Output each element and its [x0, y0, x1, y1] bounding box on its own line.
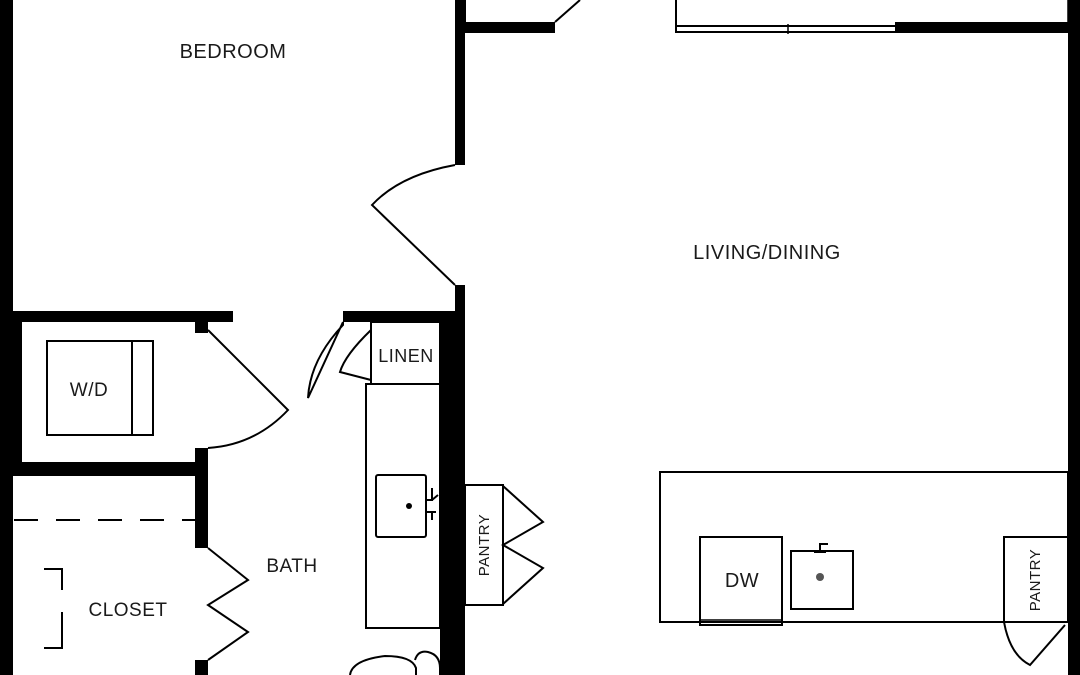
toilet — [349, 650, 441, 675]
linen-door — [338, 329, 372, 381]
entry-door-top — [464, 0, 581, 23]
top-wall-right — [895, 22, 1073, 33]
bedroom-door — [370, 164, 456, 286]
bedroom-label: Bedroom — [180, 41, 287, 63]
pantry-hall-doors — [500, 485, 545, 605]
laundry-wall-bottom — [8, 462, 208, 476]
vanity-drain-icon — [406, 503, 412, 509]
sink-faucet-icon — [814, 543, 828, 553]
pantry-kitchen-label: PANTRY — [1027, 549, 1044, 611]
bedroom-bottom-wall-left — [8, 311, 233, 322]
kitchen-island — [659, 471, 1069, 623]
linen-wall-top — [343, 311, 371, 322]
exterior-wall-left — [0, 0, 13, 675]
laundry-wall-left — [8, 311, 22, 471]
pantry-hall — [464, 484, 504, 606]
living-dining-label: LIVING/DINING — [693, 242, 841, 264]
wd-label: W/D — [70, 380, 108, 401]
washer-dryer — [46, 340, 154, 436]
laundry-door — [207, 329, 290, 449]
closet-bifold-door — [206, 547, 250, 661]
exterior-wall-right — [1068, 0, 1080, 675]
bath-label: BATH — [266, 556, 317, 577]
bedroom-bottom-wall-right — [343, 311, 465, 322]
linen-label: LINEN — [378, 346, 434, 366]
top-wall-left — [455, 22, 555, 33]
kitchen-sink — [790, 543, 854, 610]
bedroom-partition-upper — [455, 0, 465, 165]
pantry-kitchen-door — [1003, 621, 1066, 667]
closet-label: CLOSET — [88, 600, 167, 621]
top-window — [675, 0, 895, 34]
pantry-hall-label: PANTRY — [476, 514, 493, 576]
pantry-kitchen — [1003, 536, 1069, 623]
bath-vanity — [365, 383, 441, 629]
dishwasher — [699, 536, 783, 626]
closet-wall-lower — [195, 660, 208, 675]
bath-door — [307, 321, 344, 399]
laundry-door-jamb — [195, 311, 208, 333]
bath-right-wall — [440, 320, 465, 675]
closet-shelving — [14, 519, 195, 649]
faucet-icon — [426, 488, 439, 520]
dw-label: DW — [725, 570, 759, 592]
closet-wall-upper — [195, 448, 208, 548]
sink-drain-icon — [816, 573, 824, 581]
